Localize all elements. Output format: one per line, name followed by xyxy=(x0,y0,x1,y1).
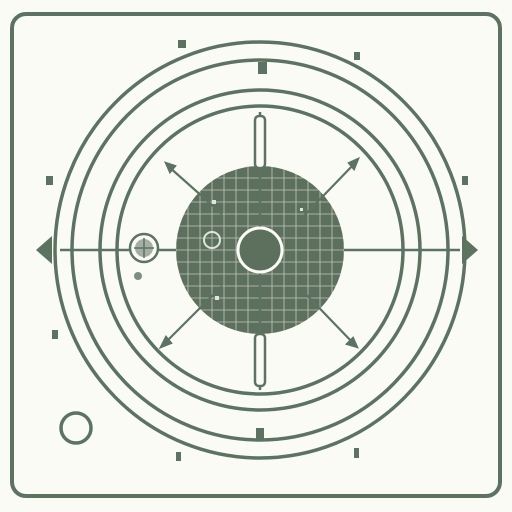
arm-lower-left xyxy=(163,285,223,345)
mark-left-upper xyxy=(46,176,53,185)
disc-tick xyxy=(215,296,219,300)
mark-bottom-right xyxy=(354,448,359,458)
mark-bottom-center xyxy=(256,428,264,440)
arm-upper-left-tip xyxy=(163,161,177,175)
disc-tick xyxy=(212,200,216,204)
central-hub xyxy=(236,226,284,274)
arm-upper-right xyxy=(297,161,357,223)
triangle-left-icon xyxy=(36,236,52,264)
mark-top-center xyxy=(258,62,267,74)
hollow-circle-icon xyxy=(59,411,93,445)
disc-small-ring xyxy=(203,231,221,249)
outer-frame xyxy=(10,12,502,498)
arm-lower-right-tip xyxy=(344,336,359,349)
spindle-upper-sleeve xyxy=(253,114,267,170)
arm-lower-right xyxy=(299,287,355,345)
scatter-marks xyxy=(46,40,468,461)
triangle-right-icon xyxy=(462,236,478,264)
mark-top-right xyxy=(354,52,360,60)
mark-bottom-left xyxy=(176,452,181,461)
mark-left-lower xyxy=(52,330,58,339)
spindle-lower-sleeve xyxy=(253,332,267,388)
vertical-spindle xyxy=(253,112,267,390)
arm-upper-right-tip xyxy=(347,156,361,172)
small-dial-icon xyxy=(128,232,160,280)
mark-right-upper xyxy=(462,176,468,185)
arm-lower-left-tip xyxy=(158,335,173,350)
mark-top-left xyxy=(178,40,186,48)
diagonal-arms xyxy=(158,156,361,350)
disc-ticks xyxy=(212,200,303,300)
arm-upper-left xyxy=(167,165,223,215)
disc-tick xyxy=(300,208,303,211)
